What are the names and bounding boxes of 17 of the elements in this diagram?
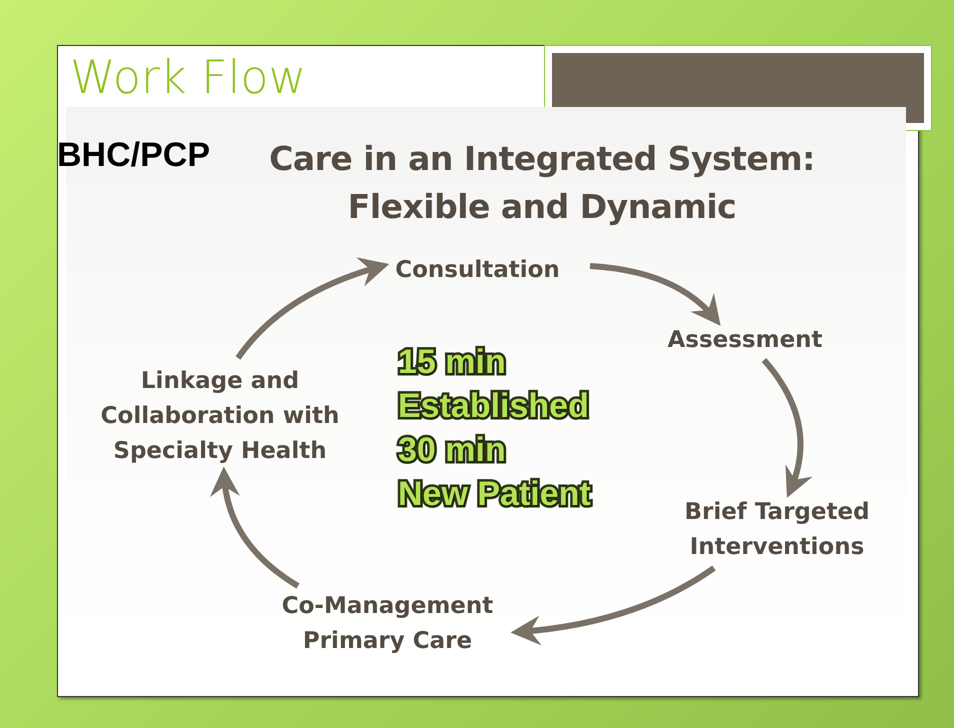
curved-arrow — [762, 358, 812, 498]
step-label: Brief Targeted Interventions — [668, 494, 886, 566]
time-label: 30 min — [398, 430, 507, 471]
slide-title: Work Flow — [70, 54, 306, 100]
time-label: Established — [398, 386, 590, 427]
step-label: Co-Management Primary Care — [260, 588, 515, 660]
time-label: New Patient — [398, 474, 591, 515]
curved-arrow — [510, 566, 716, 645]
curved-arrow — [210, 466, 300, 589]
step-label: Consultation — [385, 252, 570, 288]
time-label: 15 min — [398, 342, 507, 383]
step-label: Linkage and Collaboration with Specialty Health — [84, 362, 356, 470]
curved-arrow — [236, 258, 390, 360]
step-label: Assessment — [655, 322, 835, 358]
prefix-label: BHC/PCP — [57, 135, 210, 175]
diagram-heading: Care in an Integrated System: Flexible and Dynamic — [268, 138, 816, 228]
curved-arrow — [590, 263, 721, 326]
